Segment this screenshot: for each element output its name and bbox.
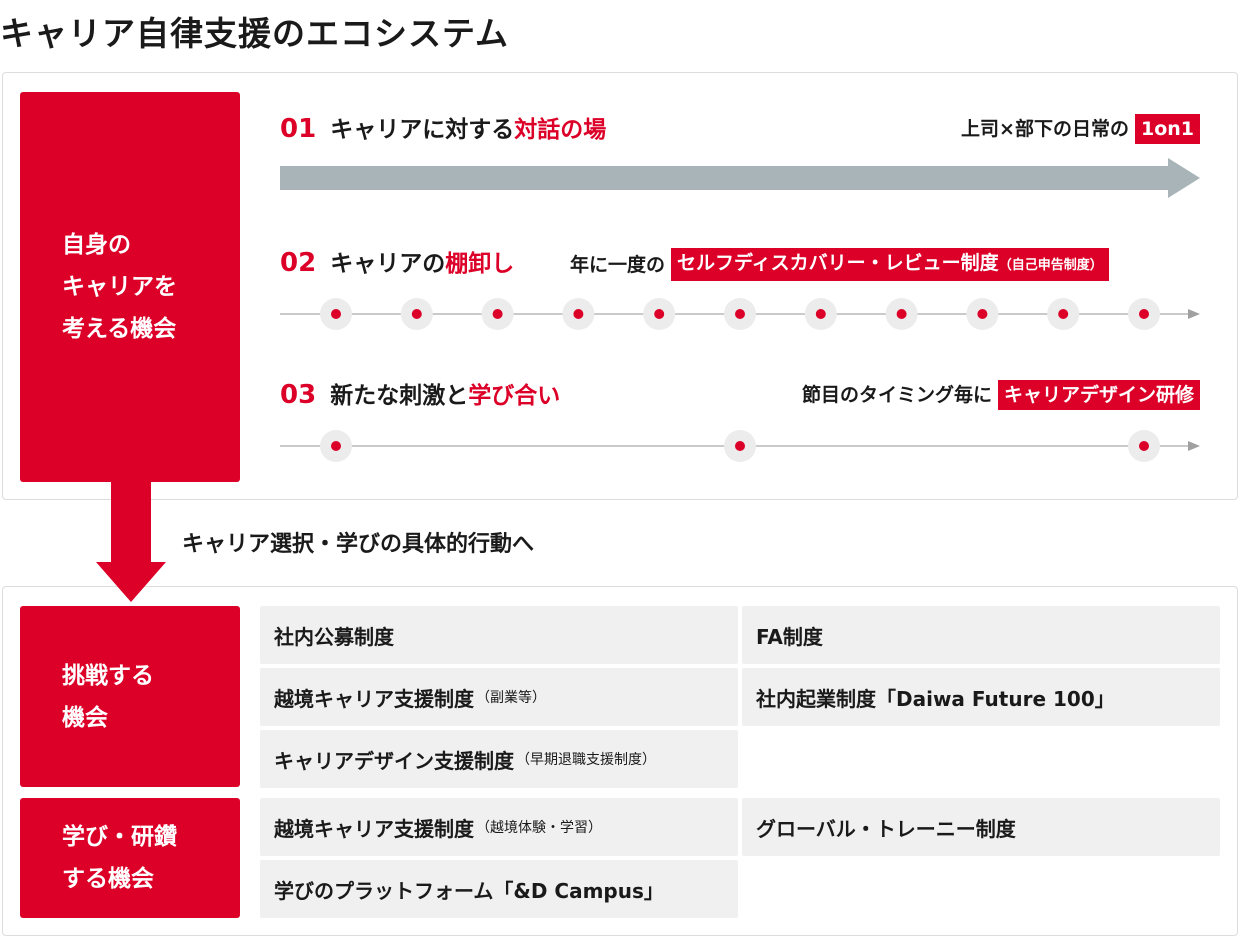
self-career-block: 自身の キャリアを 考える機会 [20, 92, 240, 482]
program-card: グローバル・トレーニー制度 [742, 798, 1220, 856]
timeline-marker [1139, 441, 1149, 451]
annual-timeline [280, 298, 1200, 330]
row-02-right-text: 年に一度の [570, 253, 666, 276]
down-arrow-icon [96, 482, 166, 602]
row-01-right-label: 上司×部下の日常の 1on1 [961, 114, 1200, 144]
program-note: （越境体験・学習） [476, 820, 602, 836]
program-card: 社内公募制度 [260, 606, 738, 664]
timeline-marker [815, 309, 826, 319]
row-01-title-prefix: キャリアに対する [330, 117, 515, 143]
row-02-right-label: 年に一度の セルフディスカバリー・レビュー制度（自己申告制度） [570, 248, 1109, 281]
row-01-tag: 1on1 [1134, 114, 1200, 144]
timeline-marker [735, 441, 745, 451]
row-01-title: 01 キャリアに対する対話の場 [280, 112, 606, 147]
row-03-tag: キャリアデザイン研修 [997, 380, 1200, 410]
timeline-marker [1139, 309, 1149, 319]
self-career-label: 自身の キャリアを 考える機会 [62, 232, 177, 342]
program-text: FA制度 [756, 624, 823, 649]
row-01-title-highlight: 対話の場 [514, 117, 607, 143]
row-01-number: 01 [280, 114, 317, 144]
program-card: 学びのプラットフォーム「&D Campus」 [260, 860, 738, 918]
program-text: 越境キャリア支援制度 [274, 816, 474, 841]
learning-label: 学び・研鑽 する機会 [62, 824, 177, 892]
timeline-marker [331, 441, 341, 451]
row-02-title: 02 キャリアの棚卸し [280, 246, 514, 281]
page-title: キャリア自律支援のエコシステム [0, 14, 510, 53]
timeline-marker [735, 309, 745, 319]
down-arrow-shape [96, 482, 166, 602]
challenge-label: 挑戦する 機会 [62, 662, 154, 731]
timeline-marker [977, 309, 988, 319]
program-card: 越境キャリア支援制度（副業等） [260, 668, 738, 726]
row-03-title-prefix: 新たな刺激と [330, 383, 469, 409]
program-text: キャリアデザイン支援制度 [274, 748, 514, 773]
program-card: キャリアデザイン支援制度（早期退職支援制度） [260, 730, 738, 788]
milestone-timeline [280, 430, 1200, 462]
program-text: 社内公募制度 [274, 624, 394, 649]
row-02-title-highlight: 棚卸し [445, 251, 515, 277]
row-03-number: 03 [280, 380, 317, 410]
row-03-right-text: 節目のタイミング毎に [801, 384, 992, 406]
row-02-tag-text: セルフディスカバリー・レビュー制度 [677, 252, 999, 274]
program-text: 越境キャリア支援制度 [274, 686, 474, 711]
row-03-title-highlight: 学び合い [468, 383, 561, 409]
timeline-marker [411, 309, 422, 319]
program-text: 社内起業制度「Daiwa Future 100」 [756, 686, 1115, 711]
timeline-arrowhead [1188, 309, 1200, 319]
row-02-title-prefix: キャリアの [330, 251, 446, 277]
challenge-block: 挑戦する 機会 [20, 606, 240, 787]
timeline-marker [331, 309, 341, 319]
timeline-marker [1058, 309, 1069, 319]
row-03-right-label: 節目のタイミング毎に キャリアデザイン研修 [802, 380, 1200, 410]
program-text: 学びのプラットフォーム「&D Campus」 [274, 878, 664, 903]
timeline-marker [573, 309, 584, 319]
program-card: 越境キャリア支援制度（越境体験・学習） [260, 798, 738, 856]
row-01-right-text: 上司×部下の日常の [961, 118, 1129, 140]
program-card: FA制度 [742, 606, 1220, 664]
continuous-arrow [280, 158, 1200, 198]
row-02-number: 02 [280, 248, 317, 278]
program-text: グローバル・トレーニー制度 [756, 816, 1016, 841]
program-note: （副業等） [476, 690, 546, 706]
arrow-shape [280, 158, 1200, 198]
row-02-tag: セルフディスカバリー・レビュー制度（自己申告制度） [671, 248, 1109, 281]
timeline-arrowhead [1188, 441, 1200, 451]
timeline-marker [492, 309, 503, 319]
program-card: 社内起業制度「Daiwa Future 100」 [742, 668, 1220, 726]
row-03-title: 03 新たな刺激と学び合い [280, 378, 560, 413]
timeline-marker [896, 309, 907, 319]
program-note: （早期退職支援制度） [516, 752, 656, 768]
learning-block: 学び・研鑽 する機会 [20, 798, 240, 918]
row-02-tag-note: （自己申告制度） [998, 258, 1103, 273]
timeline-marker [654, 309, 665, 319]
flow-caption: キャリア選択・学びの具体的行動へ [182, 532, 535, 557]
